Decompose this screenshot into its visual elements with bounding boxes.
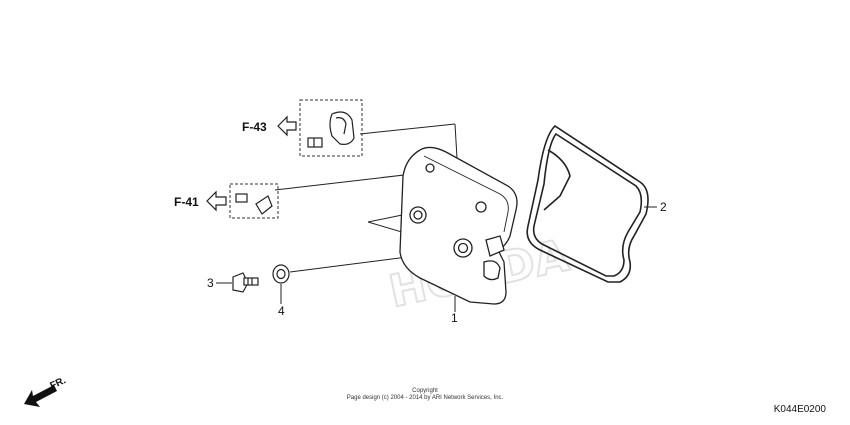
- callout-4[interactable]: 4: [278, 304, 285, 318]
- copyright-line-2: Page design (c) 2004 - 2014 by ARI Netwo…: [346, 395, 504, 401]
- f41-ref-label: F-41: [174, 195, 199, 209]
- callout-2[interactable]: 2: [660, 200, 667, 214]
- cover-gasket[interactable]: [526, 124, 649, 283]
- ref-arrow-icon: [206, 190, 227, 212]
- f41-detail-box: [229, 183, 279, 219]
- callout-3[interactable]: 3: [207, 276, 214, 290]
- callout-1[interactable]: 1: [451, 311, 458, 325]
- front-direction: FR.: [24, 375, 68, 407]
- ref-arrow-icon: [277, 115, 297, 137]
- f43-ref-label: F-43: [242, 120, 267, 134]
- flange-bolt[interactable]: [232, 272, 259, 293]
- f43-ref[interactable]: F-43: [242, 115, 297, 137]
- f41-ref[interactable]: F-41: [174, 190, 227, 212]
- cylinder-head-cover[interactable]: [399, 146, 518, 305]
- grommet[interactable]: [272, 264, 290, 284]
- f43-detail-box: [299, 99, 363, 157]
- copyright-line-1: Copyright: [412, 388, 438, 394]
- front-arrow-icon: [24, 385, 57, 407]
- front-label: FR.: [48, 375, 67, 392]
- diagram-code: K044E0200: [773, 404, 826, 415]
